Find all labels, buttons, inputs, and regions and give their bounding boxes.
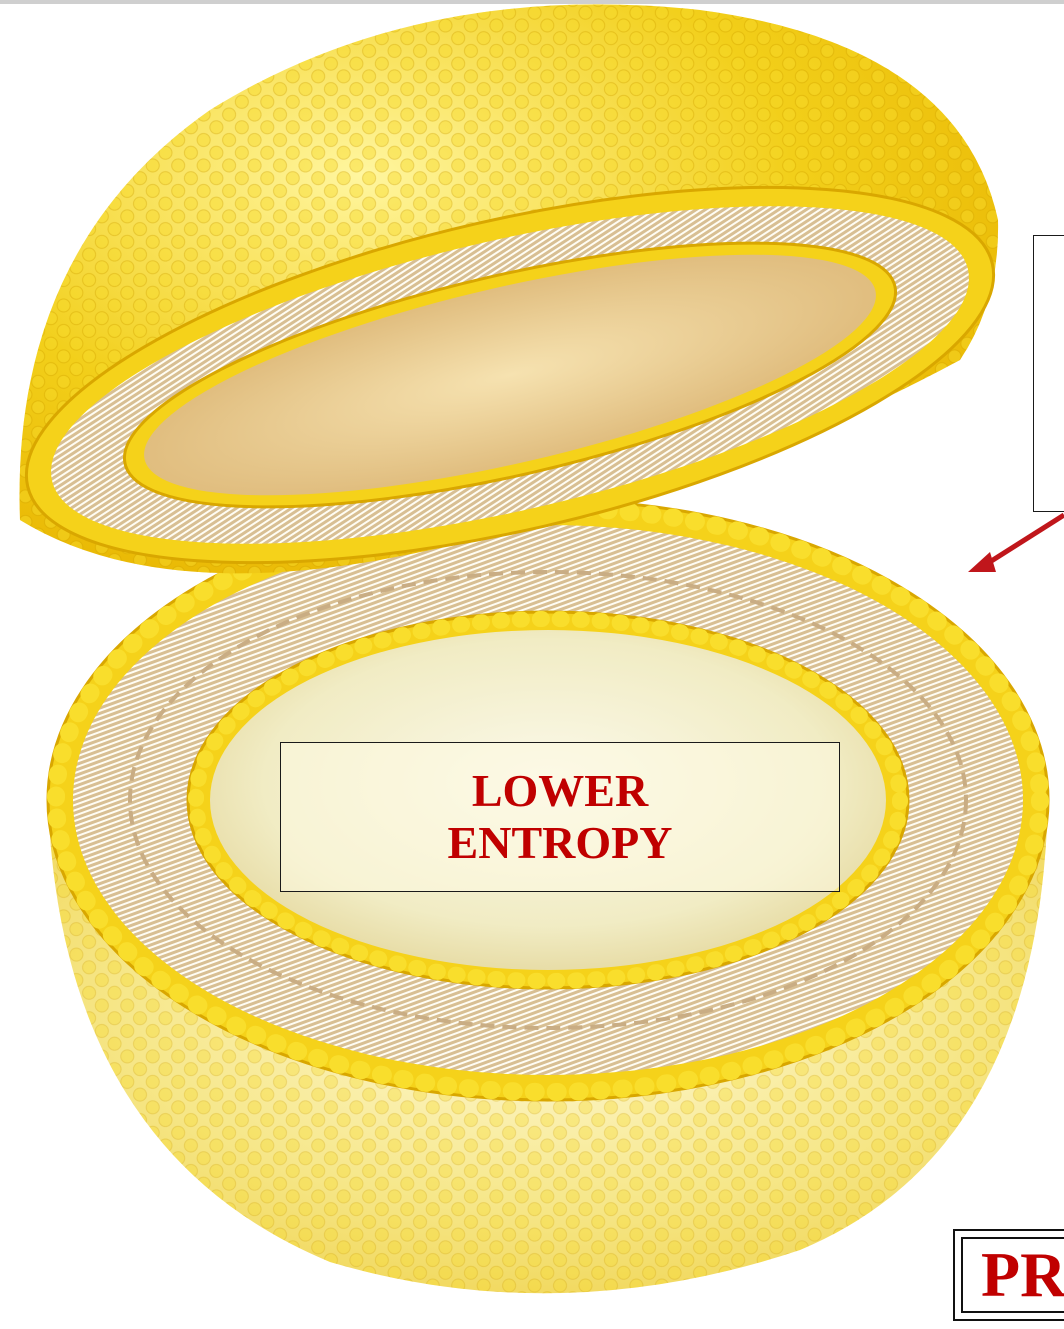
red-arrow-icon: [968, 515, 1064, 572]
entropy-label-box: LOWER ENTROPY: [280, 742, 840, 892]
corner-label-frame: PR: [953, 1229, 1064, 1321]
corner-label-inner: PR: [961, 1237, 1064, 1313]
corner-label: PR: [981, 1243, 1064, 1307]
callout-box: [1033, 235, 1064, 512]
lower-hemisphere: [48, 500, 1048, 1293]
entropy-label: LOWER ENTROPY: [448, 765, 673, 869]
